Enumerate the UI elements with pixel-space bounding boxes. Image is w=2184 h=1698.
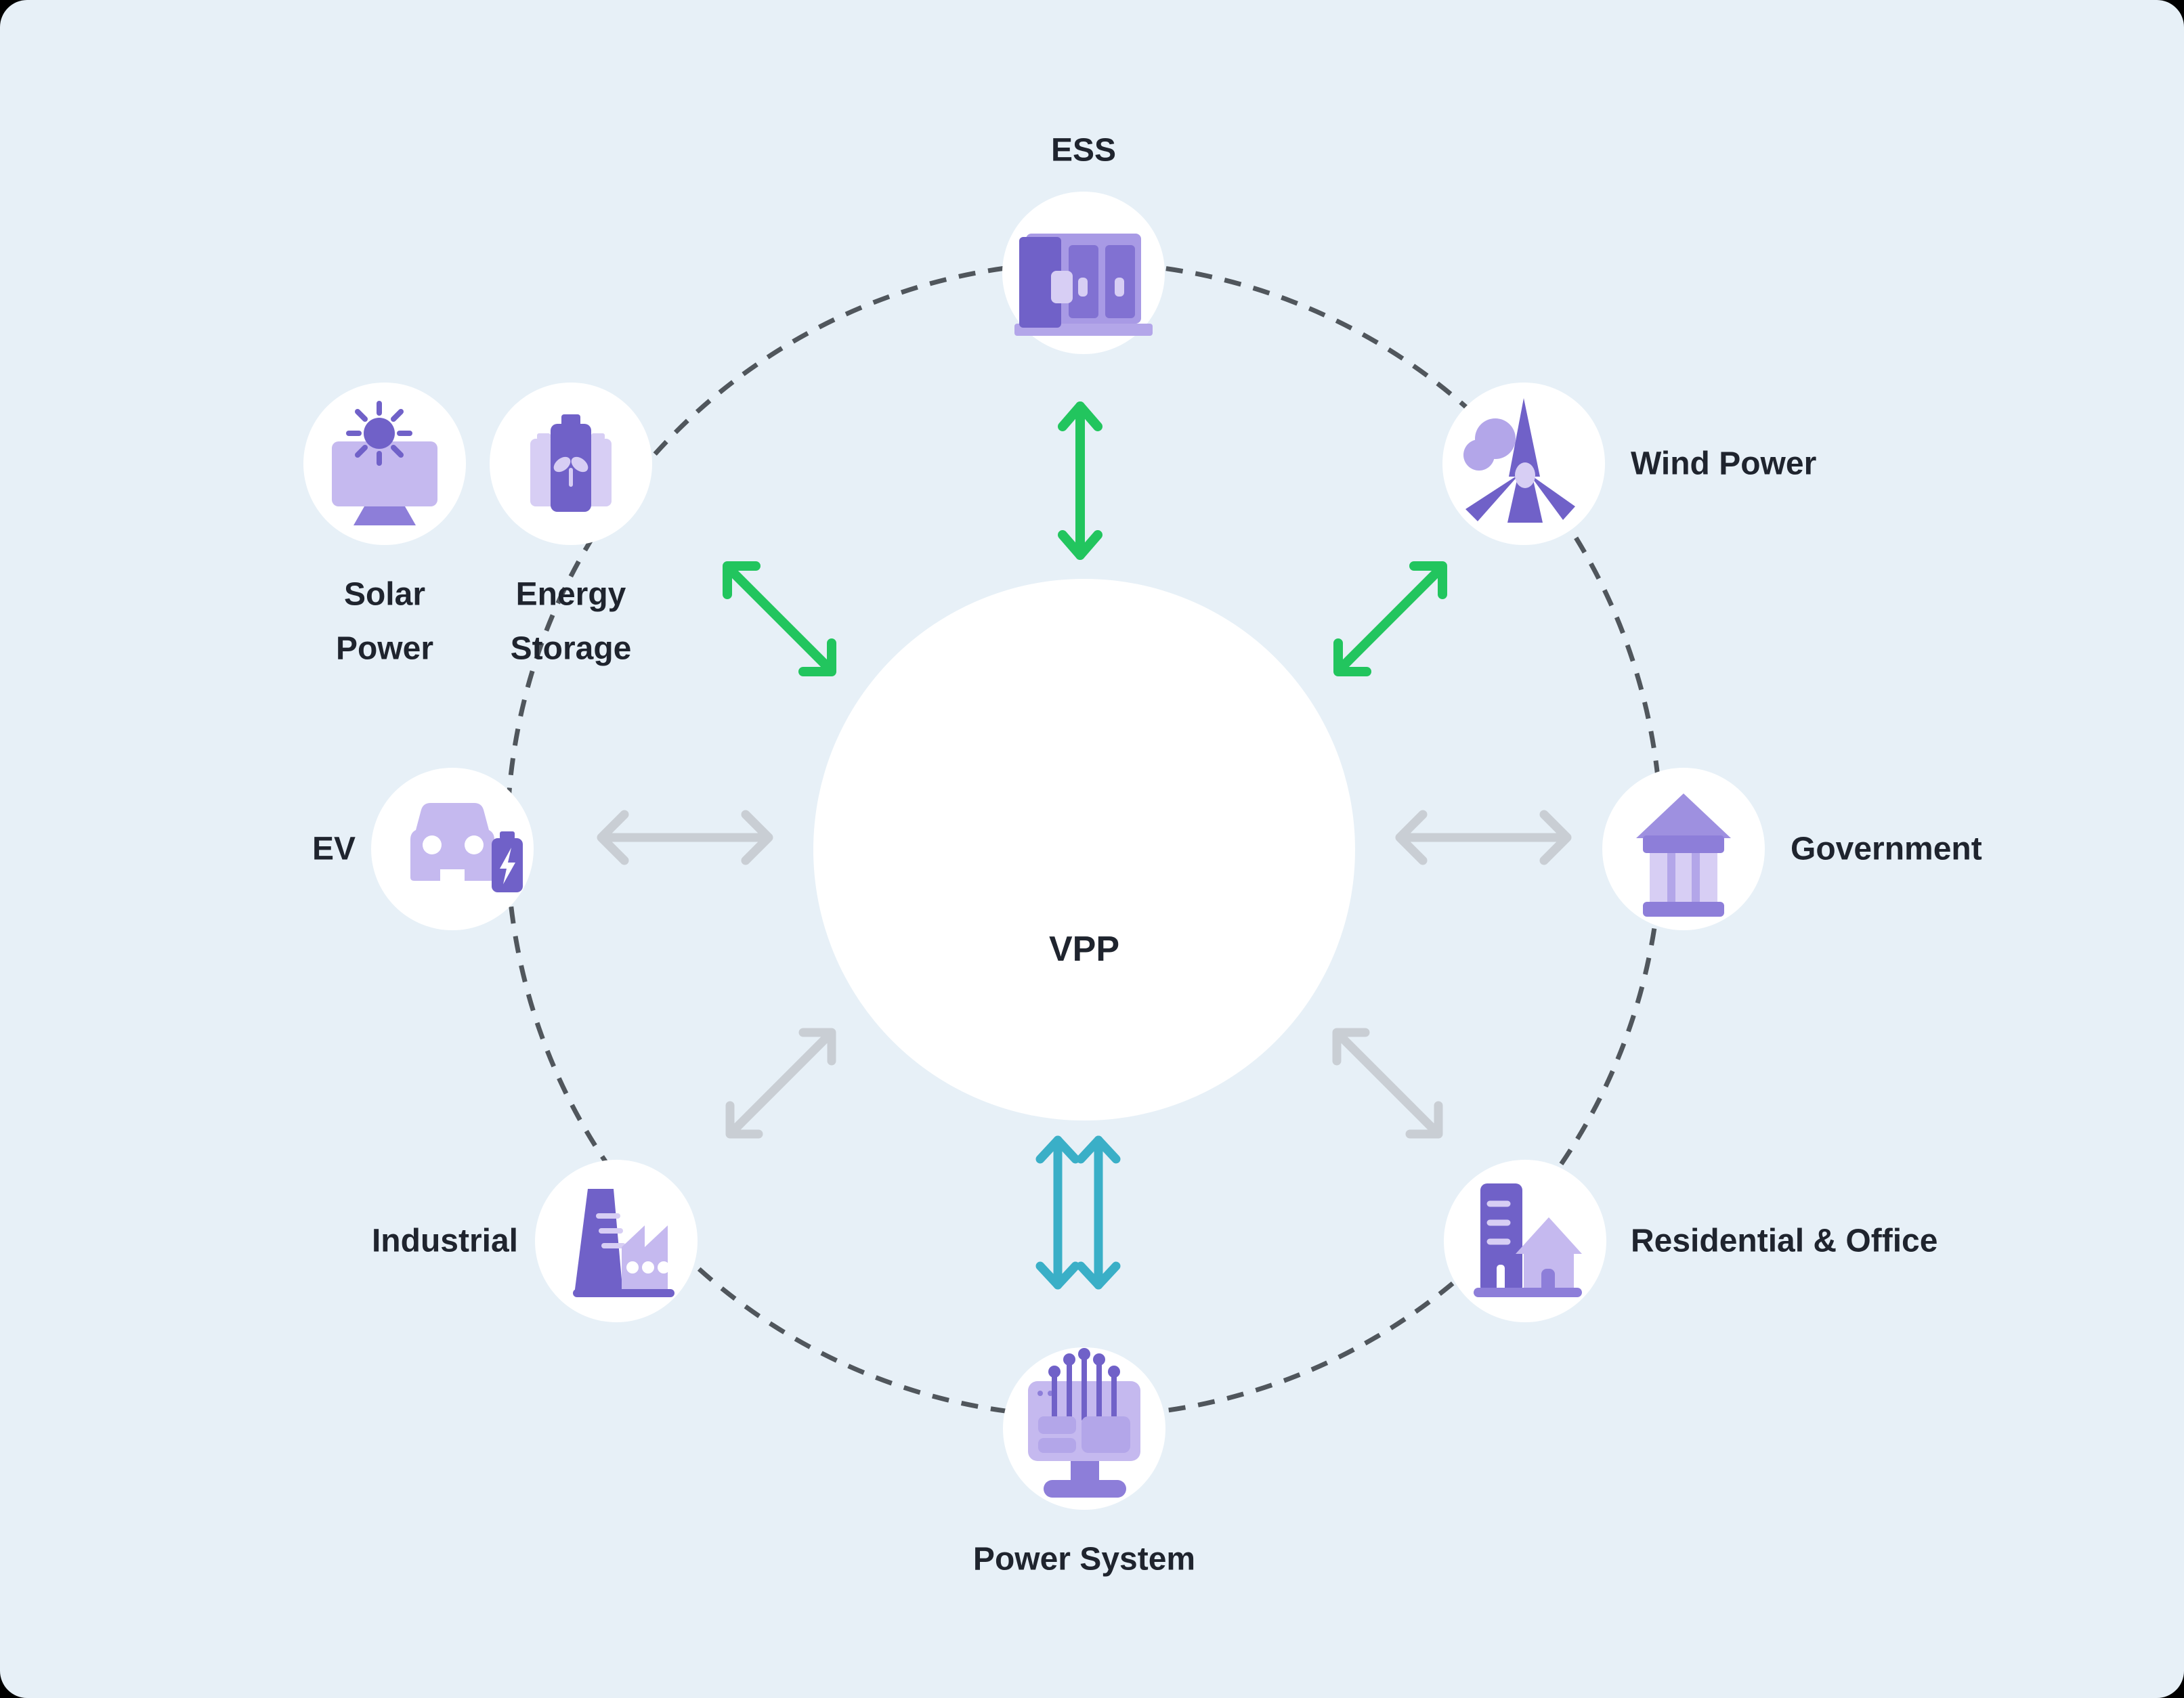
arrow-vpp-wind	[1333, 561, 1447, 676]
node-label: Wind Power	[1631, 446, 1816, 482]
wind-turbine-icon	[1463, 398, 1575, 523]
vpp-label: VPP	[1049, 930, 1119, 969]
city-buildings-icon	[1474, 1183, 1582, 1297]
node-label: Power System	[973, 1542, 1195, 1577]
arrow-vpp-residential	[1332, 1028, 1443, 1139]
node-ev: EV	[312, 768, 534, 930]
solar-panel-icon	[332, 401, 437, 525]
node-label-line1: Solar	[344, 577, 425, 613]
government-building-icon	[1636, 793, 1731, 917]
factory-icon	[573, 1189, 675, 1297]
arrow-vpp-ev	[597, 810, 773, 865]
node-label-line1: Energy	[516, 577, 626, 613]
arrow-vpp-industrial	[725, 1028, 836, 1139]
node-vpp: VPP	[813, 579, 1355, 1120]
node-label: EV	[312, 831, 356, 867]
node-label: ESS	[1051, 133, 1116, 169]
node-government: Government	[1602, 768, 1982, 930]
node-residential-office: Residential & Office	[1444, 1160, 1937, 1322]
battery-leaf-icon	[530, 414, 612, 512]
node-label: Industrial	[372, 1223, 518, 1259]
node-wind-power: Wind Power	[1442, 383, 1816, 545]
node-label-line2: Storage	[511, 631, 632, 667]
node-energy-storage: Energy Storage	[490, 383, 652, 667]
arrow-vpp-ess	[1058, 401, 1102, 560]
node-label: Residential & Office	[1631, 1223, 1937, 1259]
node-solar-power: Solar Power	[303, 383, 466, 667]
battery-cabinet-icon	[1014, 234, 1153, 336]
node-power-system: Power System	[973, 1347, 1195, 1577]
node-ess: ESS	[1002, 133, 1165, 354]
arrow-vpp-power-system-right	[1076, 1135, 1121, 1290]
arrow-vpp-solar-storage	[723, 561, 836, 676]
ev-charging-icon	[410, 803, 523, 892]
arrow-vpp-power-system-left	[1035, 1135, 1080, 1290]
vpp-circle	[813, 579, 1355, 1120]
node-label: Government	[1791, 831, 1982, 867]
arrow-vpp-government	[1395, 810, 1572, 865]
node-industrial: Industrial	[372, 1160, 698, 1322]
node-label-line2: Power	[336, 631, 433, 667]
node-circle	[1444, 1160, 1606, 1322]
computer-circuit-icon	[1028, 1348, 1140, 1498]
